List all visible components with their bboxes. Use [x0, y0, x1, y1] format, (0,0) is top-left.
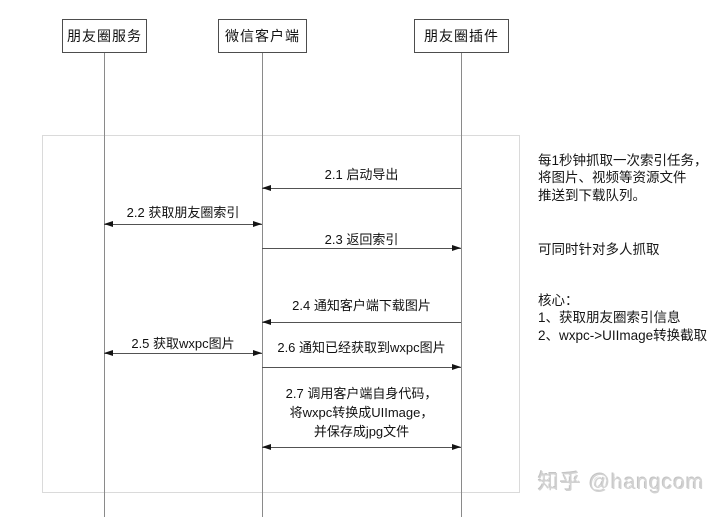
- note-paragraph-core: 核心： 1、获取朋友圈索引信息 2、wxpc->UIImage转换截取: [538, 292, 708, 343]
- lifeline-wechat-client: [262, 53, 263, 517]
- message-label-2-7: 2.7 调用客户端自身代码， 将wxpc转换成UIImage， 并保存成jpg文…: [285, 386, 438, 439]
- message-arrow-2-7: [262, 444, 461, 450]
- side-note: 每1秒钟抓取一次索引任务， 将图片、视频等资源文件 推送到下载队列。 可同时针对…: [538, 134, 720, 362]
- lifeline-moments-plugin: [461, 53, 462, 517]
- actor-box-moments-service: 朋友圈服务: [62, 19, 147, 53]
- actor-label-moments-plugin: 朋友圈插件: [424, 28, 499, 44]
- note-paragraph-schedule: 每1秒钟抓取一次索引任务， 将图片、视频等资源文件 推送到下载队列。: [538, 152, 708, 203]
- zhihu-watermark: 知乎 @hangcom: [538, 471, 705, 494]
- actor-box-wechat-client: 微信客户端: [218, 19, 307, 53]
- message-arrow-2-6: [262, 364, 461, 370]
- message-arrow-2-1: [262, 185, 461, 191]
- message-arrow-2-2: [104, 221, 262, 227]
- message-label-2-1: 2.1 启动导出: [324, 167, 399, 182]
- message-arrow-2-4: [262, 319, 461, 325]
- actor-box-moments-plugin: 朋友圈插件: [414, 19, 509, 53]
- lifeline-moments-service: [104, 53, 105, 517]
- message-arrow-2-5: [104, 350, 262, 356]
- actor-label-wechat-client: 微信客户端: [225, 28, 300, 44]
- note-paragraph-multiuser: 可同时针对多人抓取: [538, 241, 660, 257]
- message-label-2-3: 2.3 返回索引: [324, 232, 399, 247]
- message-arrow-2-3: [262, 245, 461, 251]
- actor-label-moments-service: 朋友圈服务: [67, 28, 142, 44]
- message-label-2-4: 2.4 通知客户端下载图片: [292, 298, 431, 313]
- message-label-2-2: 2.2 获取朋友圈索引: [126, 205, 240, 220]
- diagram-frame: [42, 135, 520, 493]
- message-label-2-5: 2.5 获取wxpc图片: [131, 336, 235, 351]
- message-label-2-6: 2.6 通知已经获取到wxpc图片: [277, 340, 446, 355]
